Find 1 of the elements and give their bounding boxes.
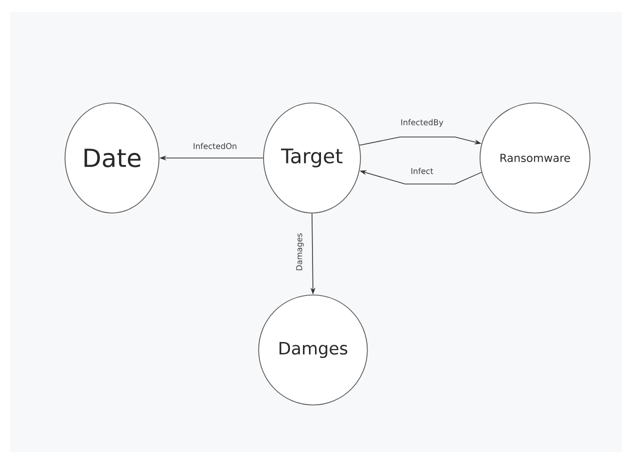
edge-label: InfectedBy [400,118,444,128]
